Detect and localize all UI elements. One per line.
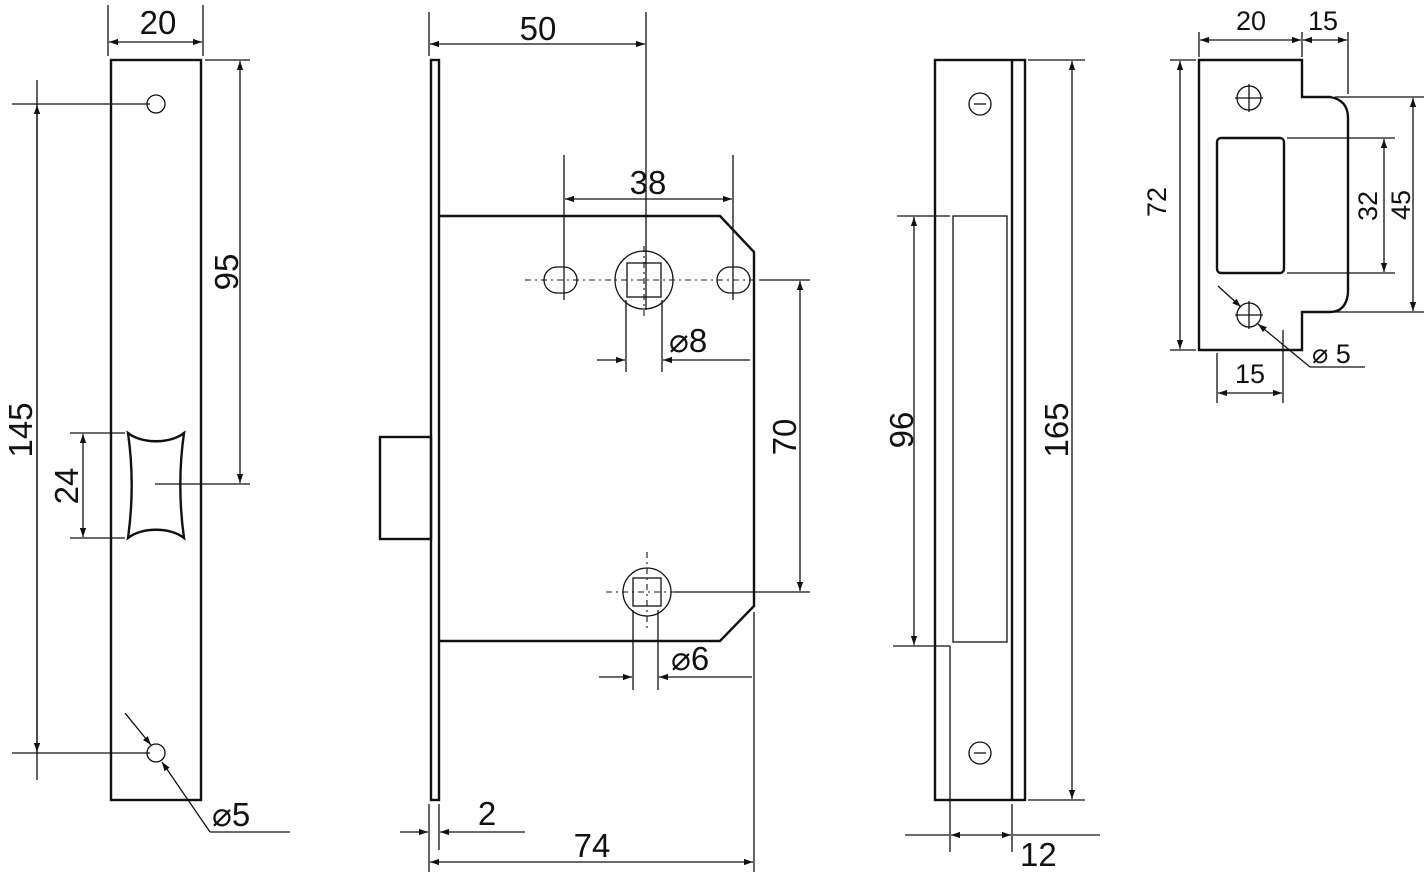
- dim-side-total-height: 165: [1038, 402, 1075, 457]
- dim-strike-opening: 32: [1353, 191, 1383, 221]
- dim-front-latch-position: 95: [208, 254, 245, 291]
- strike-opening: [1215, 136, 1286, 275]
- dim-body-centre-distance: 70: [766, 419, 803, 456]
- dim-strike-lip-height: 45: [1386, 190, 1416, 220]
- dim-front-width: 20: [140, 4, 177, 41]
- faceplate-side-top-screw: [968, 92, 992, 116]
- faceplate-edge: [429, 58, 441, 802]
- dim-body-faceplate-thickness: 2: [478, 795, 496, 832]
- strike-plate-outline: [1197, 58, 1350, 352]
- front-plate-outline: [109, 58, 203, 802]
- faceplate-recess: [952, 215, 1008, 643]
- dim-body-backset: 50: [520, 10, 557, 47]
- dim-strike-width: 20: [1236, 6, 1266, 36]
- strike-plate-view: 20 15 72 32 45 15 ⌀ 5: [1142, 6, 1424, 403]
- dim-strike-hole-spacing: 15: [1235, 359, 1265, 389]
- dim-strike-hole-diameter: ⌀ 5: [1312, 339, 1351, 369]
- deadbolt: [378, 435, 433, 541]
- faceplate-side-outline: [933, 58, 1027, 802]
- dim-body-width: 74: [574, 827, 611, 864]
- dim-front-hole-diameter: ⌀5: [212, 796, 250, 833]
- dim-body-slot-spacing: 38: [630, 164, 667, 201]
- dim-front-hole-spacing: 145: [2, 402, 39, 457]
- dim-strike-lip: 15: [1308, 6, 1338, 36]
- lock-case-outline: [439, 214, 756, 643]
- latch-bolt: [126, 430, 186, 541]
- faceplate-side-view: 96 165 12: [883, 58, 1100, 873]
- dim-body-handle-square: ⌀8: [669, 322, 707, 359]
- dim-front-latch-height: 24: [48, 468, 85, 505]
- dim-body-key-square: ⌀6: [671, 640, 709, 677]
- faceplate-side-bottom-screw: [968, 741, 992, 765]
- dim-side-depth: 12: [1020, 836, 1057, 873]
- dim-strike-height: 72: [1142, 187, 1172, 217]
- dim-side-recess-height: 96: [883, 412, 920, 449]
- lock-body-view: 50 38 ⌀8 70 ⌀6 2 74: [378, 10, 810, 872]
- front-plate-view: 20 145 95 24 ⌀5: [2, 4, 290, 833]
- key-hub-ring: [622, 567, 672, 617]
